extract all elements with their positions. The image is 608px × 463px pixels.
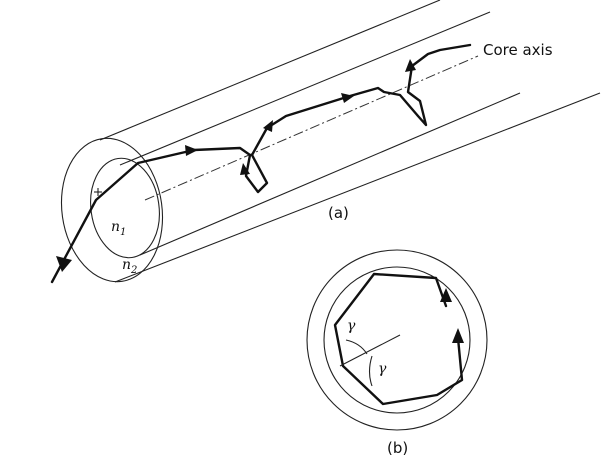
ray-projection-arrow-2 [452,328,464,343]
cladding-top-edge [99,0,441,141]
n2-label: n2 [122,257,137,276]
core-cross-section [323,266,471,414]
cladding-bottom-edge [114,92,601,283]
n1-sub: 1 [120,227,126,238]
ray-arrow-4 [341,93,354,103]
core-axis-line [144,55,479,201]
ray-arrow-2 [240,163,250,175]
core-top-edge [119,11,491,166]
ray-arrow-1 [185,145,198,156]
cladding-end-face [60,137,164,283]
angle-reference-line [339,334,401,367]
ray-arrow-5 [405,59,416,72]
panel-b: γ γ (b) [306,249,488,457]
gamma-label-lower: γ [378,361,387,377]
core-end-face [90,157,160,259]
panel-a-label: (a) [328,204,349,222]
ray-arrow-3 [263,120,273,132]
core-axis-label: Core axis [483,41,553,59]
ray-projection-arrow-1 [440,288,452,302]
n1-label: n1 [111,219,126,238]
cladding-cross-section [306,249,488,431]
ray-projection-polygon [333,272,464,406]
gamma-label-upper: γ [347,318,356,334]
angle-arc-upper [345,339,368,355]
n2-sub: 2 [130,265,137,276]
panel-a: Core axis (a) n1 n2 [50,0,601,284]
angle-arc-lower [368,355,373,387]
core-bottom-edge [139,92,521,256]
ray-arrow-entry [56,256,72,272]
panel-b-label: (b) [387,439,408,457]
n2-base: n [122,257,131,273]
n1-base: n [111,219,120,235]
skew-ray-path [50,43,472,284]
